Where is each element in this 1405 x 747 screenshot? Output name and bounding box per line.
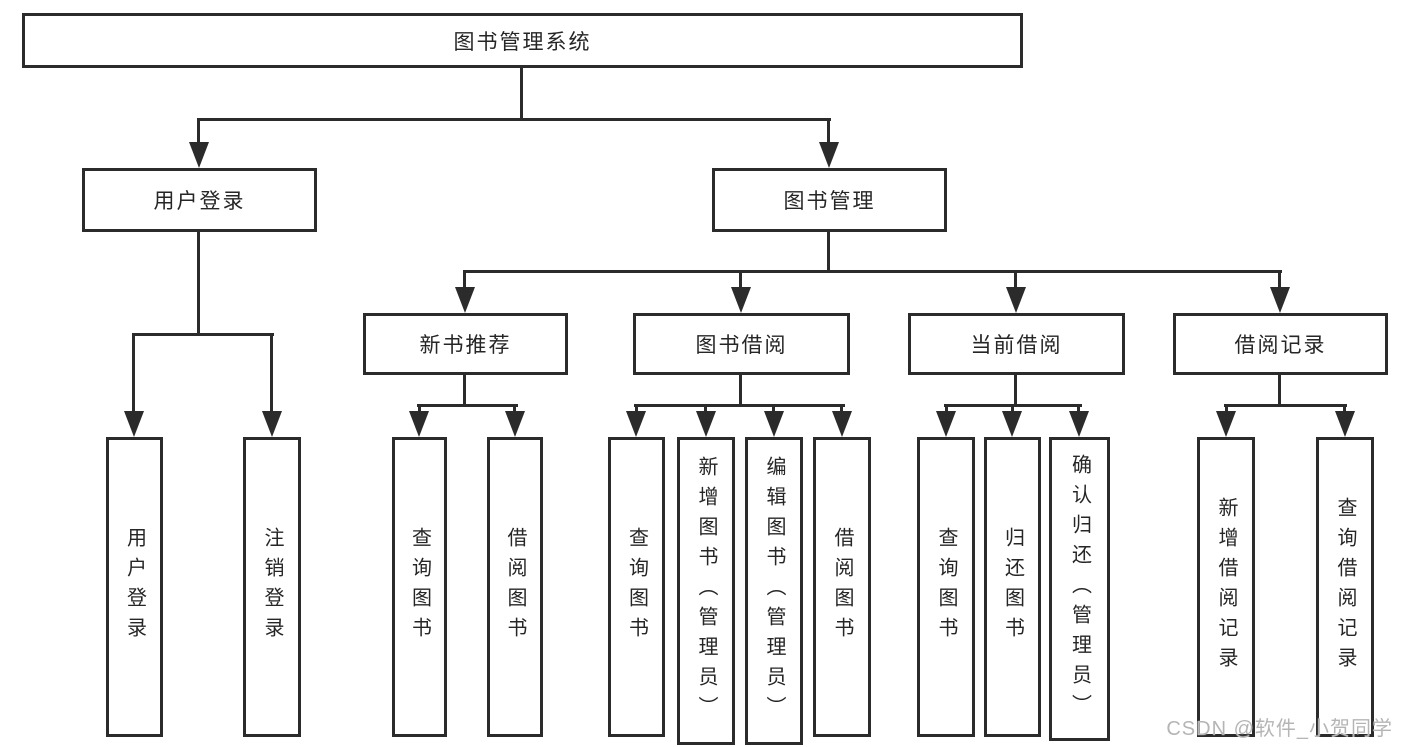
- arrow-down-icon: [124, 411, 144, 437]
- connector-line: [827, 120, 830, 145]
- node-leaf-query-record: 查询借阅记录: [1316, 437, 1374, 737]
- node-label: 用户登录: [123, 527, 146, 647]
- node-label: 图书借阅: [695, 334, 788, 357]
- connector-line: [840, 406, 843, 414]
- arrow-down-icon: [189, 142, 209, 168]
- node-leaf-borrow-book-1: 借阅图书: [487, 437, 543, 737]
- node-label: 查询借阅记录: [1334, 497, 1356, 677]
- node-label: 新书推荐: [419, 334, 512, 357]
- connector-line: [945, 406, 948, 414]
- arrow-down-icon: [626, 411, 646, 437]
- connector-line: [132, 335, 135, 414]
- arrow-down-icon: [936, 411, 956, 437]
- connector-line: [520, 68, 523, 120]
- connector-line: [1011, 406, 1014, 414]
- node-leaf-query-book-3: 查询图书: [917, 437, 975, 737]
- connector-line: [944, 404, 1082, 407]
- arrow-down-icon: [819, 142, 839, 168]
- node-leaf-query-book-1: 查询图书: [392, 437, 447, 737]
- connector-line: [1278, 375, 1281, 406]
- connector-line: [418, 406, 421, 414]
- node-label: 查询图书: [625, 527, 648, 647]
- node-leaf-borrow-book-2: 借阅图书: [813, 437, 871, 737]
- arrow-down-icon: [1069, 411, 1089, 437]
- connector-line: [1225, 406, 1228, 414]
- node-label: 借阅记录: [1234, 334, 1327, 357]
- arrow-down-icon: [505, 411, 525, 437]
- node-label: 编辑图书（管理员）: [763, 456, 785, 726]
- arrow-down-icon: [1002, 411, 1022, 437]
- arrow-down-icon: [731, 287, 751, 313]
- connector-line: [197, 120, 200, 145]
- node-borrow-record: 借阅记录: [1173, 313, 1388, 375]
- node-new-book-recommend: 新书推荐: [363, 313, 568, 375]
- node-label: 当前借阅: [970, 334, 1063, 357]
- connector-line: [634, 404, 845, 407]
- arrow-down-icon: [1335, 411, 1355, 437]
- node-label: 图书管理: [783, 190, 876, 213]
- node-leaf-user-login: 用户登录: [106, 437, 163, 737]
- node-book-borrow: 图书借阅: [633, 313, 850, 375]
- connector-line: [704, 406, 707, 414]
- csdn-watermark: CSDN @软件_小贺同学: [1166, 718, 1393, 740]
- node-label: 查询图书: [935, 527, 957, 647]
- node-leaf-confirm-return: 确认归还（管理员）: [1049, 437, 1110, 741]
- node-label: 新增图书（管理员）: [695, 456, 717, 726]
- connector-line: [635, 406, 638, 414]
- node-label: 新增借阅记录: [1215, 497, 1237, 677]
- arrow-down-icon: [262, 411, 282, 437]
- connector-line: [1343, 406, 1346, 414]
- node-leaf-logout: 注销登录: [243, 437, 301, 737]
- connector-line: [772, 406, 775, 414]
- arrow-down-icon: [409, 411, 429, 437]
- node-leaf-add-record: 新增借阅记录: [1197, 437, 1255, 737]
- node-label: 借阅图书: [831, 527, 853, 647]
- node-leaf-query-book-2: 查询图书: [608, 437, 665, 737]
- connector-line: [463, 272, 466, 290]
- arrow-down-icon: [696, 411, 716, 437]
- node-user-login: 用户登录: [82, 168, 317, 232]
- node-root: 图书管理系统: [22, 13, 1023, 68]
- node-label: 图书管理系统: [453, 30, 592, 54]
- connector-line: [513, 406, 516, 414]
- connector-line: [132, 333, 274, 336]
- connector-line: [739, 375, 742, 406]
- node-leaf-edit-book: 编辑图书（管理员）: [745, 437, 803, 745]
- node-leaf-return-book: 归还图书: [984, 437, 1041, 737]
- arrow-down-icon: [832, 411, 852, 437]
- arrow-down-icon: [1006, 287, 1026, 313]
- connector-line: [1014, 375, 1017, 406]
- connector-line: [739, 272, 742, 290]
- connector-line: [1077, 406, 1080, 414]
- node-current-borrow: 当前借阅: [908, 313, 1125, 375]
- node-book-mgmt: 图书管理: [712, 168, 947, 232]
- node-label: 查询图书: [408, 527, 431, 647]
- node-label: 借阅图书: [504, 527, 526, 647]
- connector-line: [1224, 404, 1347, 407]
- node-label: 用户登录: [153, 190, 246, 213]
- node-leaf-add-book: 新增图书（管理员）: [677, 437, 735, 745]
- arrow-down-icon: [1270, 287, 1290, 313]
- arrow-down-icon: [455, 287, 475, 313]
- connector-line: [417, 404, 518, 407]
- node-label: 注销登录: [261, 527, 283, 647]
- connector-line: [1014, 272, 1017, 290]
- connector-line: [1278, 272, 1281, 290]
- node-label: 归还图书: [1001, 527, 1024, 647]
- arrow-down-icon: [764, 411, 784, 437]
- arrow-down-icon: [1216, 411, 1236, 437]
- node-label: 确认归还（管理员）: [1068, 454, 1091, 724]
- connector-line: [197, 118, 831, 121]
- connector-line: [463, 270, 1282, 273]
- connector-line: [197, 232, 200, 335]
- connector-line: [827, 232, 830, 272]
- connector-line: [270, 335, 273, 414]
- connector-line: [463, 375, 466, 406]
